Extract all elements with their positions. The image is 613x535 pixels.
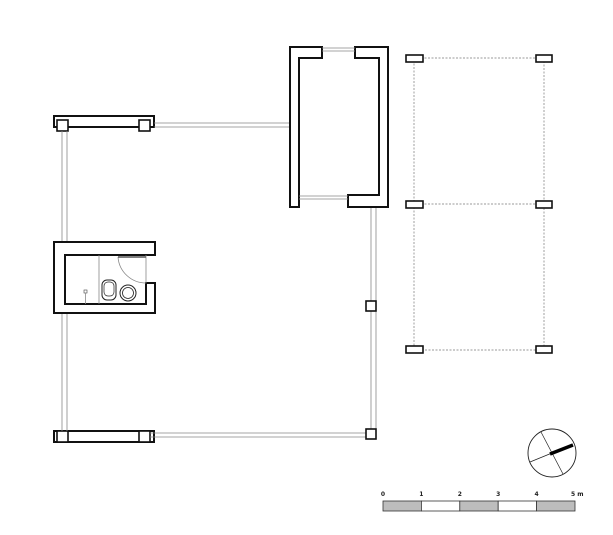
drain-icon <box>83 289 88 294</box>
column <box>138 119 151 132</box>
bottom-left-slab <box>53 430 155 443</box>
column <box>56 119 69 132</box>
column <box>138 430 151 443</box>
scale-label: 4 <box>535 491 539 498</box>
column <box>365 300 377 312</box>
scale-label: 3 <box>496 491 500 498</box>
top-left-slab <box>53 115 155 132</box>
tower-room <box>289 46 389 208</box>
glazing-lines <box>61 122 377 438</box>
scale-label: 1 <box>419 491 423 498</box>
bathroom <box>53 241 156 314</box>
scale-bar: 0 1 2 3 4 5 m <box>381 491 584 512</box>
scale-label: 5 m <box>571 491 584 498</box>
pergola <box>405 54 553 354</box>
column <box>56 430 69 443</box>
scale-label: 2 <box>458 491 462 498</box>
door-swing <box>117 256 147 284</box>
north-arrow-icon <box>527 428 577 478</box>
column <box>365 428 377 440</box>
scale-label: 0 <box>381 491 385 498</box>
